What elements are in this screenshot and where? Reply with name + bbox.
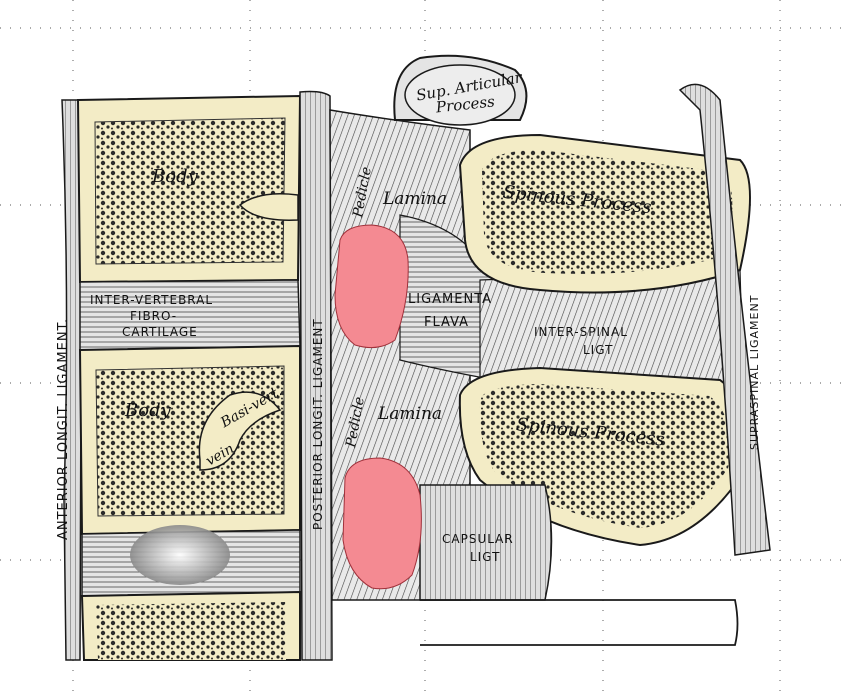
label-lamina-upper: Lamina [382, 189, 447, 209]
label-lamina-lower: Lamina [377, 404, 442, 424]
label-intervertebral-2: FIBRO- [130, 309, 177, 323]
label-body-upper: Body [151, 166, 199, 187]
supraspinal-ligament-strip [678, 83, 771, 556]
label-intervertebral-1: INTER-VERTEBRAL [90, 293, 213, 307]
vein-notch-upper [238, 193, 299, 221]
label-anterior-longit-ligament: ANTERIOR LONGIT. LIGAMENT. [56, 318, 71, 540]
label-ligamenta-2: FLAVA [424, 315, 469, 330]
basivert-vein [198, 391, 282, 471]
anterior-ligament-strip [61, 99, 83, 661]
label-interspinal-2: LIGT [583, 343, 613, 357]
intervertebral-foramen-lower [342, 457, 422, 590]
label-intervertebral-3: CARTILAGE [122, 325, 198, 339]
label-supraspinal-ligament: SUPRASPINAL LIGAMENT [748, 295, 761, 450]
label-capsular-2: LIGT [470, 550, 500, 564]
intervertebral-foramen-upper [334, 224, 409, 349]
label-posterior-longit-ligament: POSTERIOR LONGIT. LIGAMENT [311, 318, 325, 530]
label-body-lower: Body [124, 400, 172, 421]
label-capsular-1: CAPSULAR [442, 532, 514, 546]
intervertebral-disc [79, 279, 301, 351]
label-interspinal-1: INTER-SPINAL [534, 325, 628, 339]
label-ligamenta-1: LIGAMENTA [408, 292, 492, 307]
